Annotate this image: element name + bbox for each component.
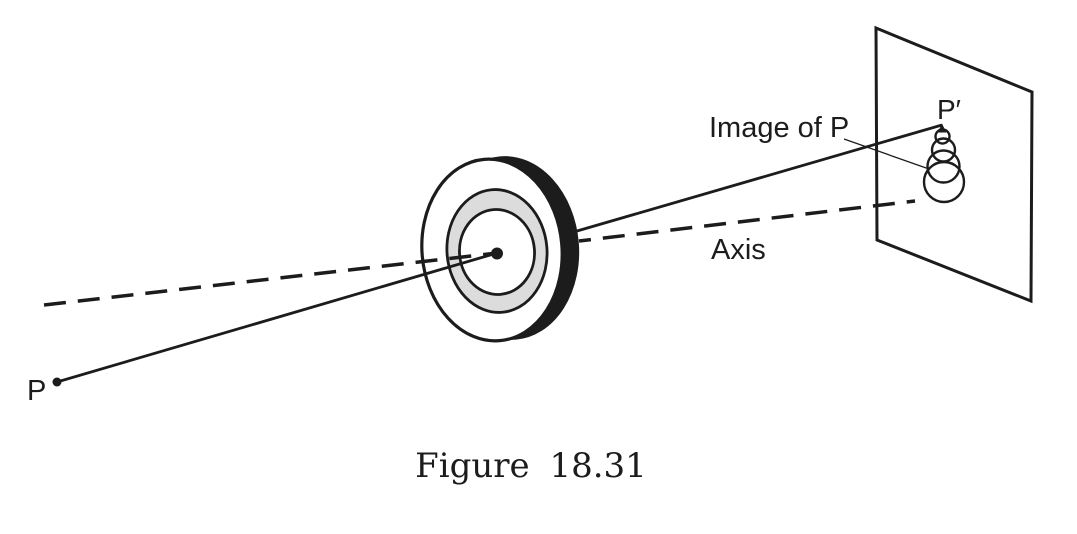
blur-circle-3 (926, 149, 961, 184)
ray-line-left (56, 251, 498, 384)
lens-center-dot (491, 247, 503, 260)
object-point-dot (52, 377, 62, 387)
p-prime-label: P′ (937, 94, 961, 125)
blur-circle-1 (934, 128, 951, 145)
blur-circle-4 (922, 160, 966, 204)
p-label: P (27, 375, 46, 407)
image-label-leader-line (843, 138, 930, 170)
lens (420, 156, 580, 343)
blur-circles (922, 123, 966, 204)
axis-dashed-line-left (43, 251, 498, 307)
figure-caption: Figure 18.31 (415, 446, 647, 486)
ray-line-right (576, 123, 943, 233)
axis-label: Axis (711, 234, 766, 266)
image-of-p-label: Image of P (709, 112, 849, 144)
axis-dashed-line-right (578, 199, 916, 243)
